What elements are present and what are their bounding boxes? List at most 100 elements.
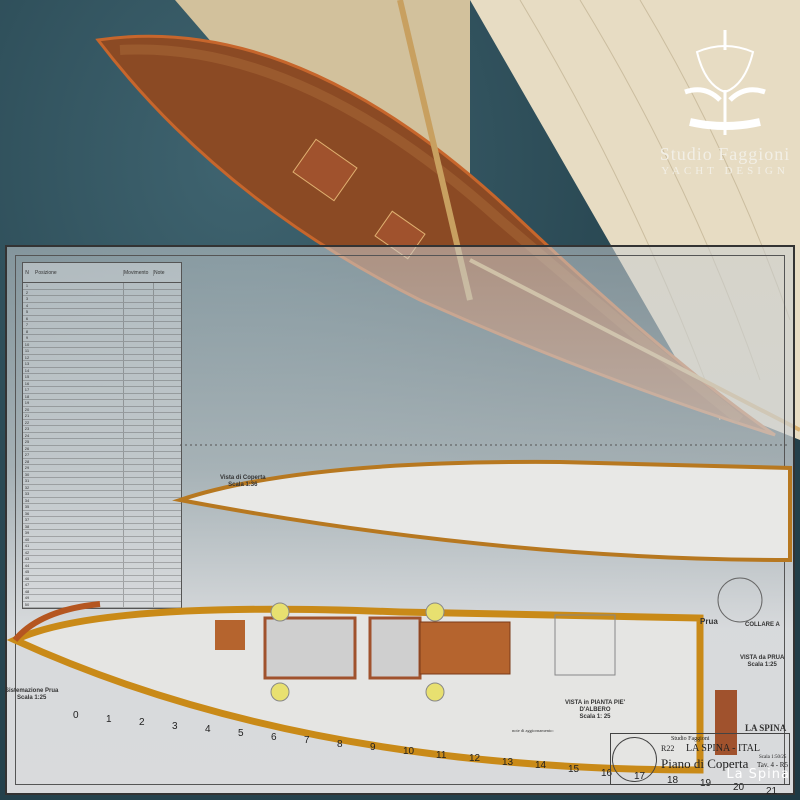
table-row: 2 xyxy=(23,289,181,296)
table-row: 37 xyxy=(23,517,181,524)
table-row: 14 xyxy=(23,367,181,374)
station-number: 18 xyxy=(667,774,679,786)
station-number: 5 xyxy=(238,728,244,739)
winch xyxy=(270,682,290,702)
row-number: 22 xyxy=(24,419,30,425)
collar-diagram xyxy=(717,577,763,623)
table-row: 25 xyxy=(23,439,181,446)
row-number: 46 xyxy=(24,575,30,581)
table-row: 29 xyxy=(23,465,181,472)
station-number: 16 xyxy=(601,767,613,779)
title-sheet: Tav. 4 - R5 xyxy=(757,761,788,769)
row-number: 5 xyxy=(25,309,29,314)
row-number: 1 xyxy=(25,283,29,288)
row-number: 16 xyxy=(24,380,30,386)
row-number: 28 xyxy=(24,458,30,464)
table-row: 31 xyxy=(23,478,181,485)
table-row: 4 xyxy=(23,302,181,309)
table-row: 22 xyxy=(23,419,181,426)
row-number: 40 xyxy=(24,536,30,542)
table-row: 45 xyxy=(23,569,181,576)
boat-name-label: LA SPINA xyxy=(745,723,787,733)
table-row: 49 xyxy=(23,595,181,602)
row-number: 13 xyxy=(24,361,30,366)
faggioni-crest-icon xyxy=(684,30,766,135)
windlass xyxy=(215,620,245,650)
col-header-position: Posizione xyxy=(35,269,57,276)
table-row: 34 xyxy=(23,497,181,504)
station-number: 3 xyxy=(172,720,178,732)
row-number: 17 xyxy=(24,387,30,392)
row-number: 26 xyxy=(24,445,30,451)
table-row: 18 xyxy=(23,393,181,400)
table-row: 30 xyxy=(23,471,181,478)
deck-outline-small xyxy=(172,459,792,563)
table-row: 15 xyxy=(23,374,181,381)
row-number: 50 xyxy=(24,601,30,607)
table-row: 42 xyxy=(23,549,181,556)
mast-foot-plan xyxy=(554,614,616,676)
deckhouse-aft xyxy=(419,621,511,675)
row-number: 9 xyxy=(25,335,29,340)
row-number: 7 xyxy=(25,322,29,327)
row-number: 35 xyxy=(24,504,30,509)
studio-seal-icon xyxy=(612,737,657,782)
skylight-plan xyxy=(368,616,422,680)
table-row: 33 xyxy=(23,491,181,498)
row-number: 34 xyxy=(24,497,30,503)
row-number: 29 xyxy=(24,465,30,470)
row-number: 49 xyxy=(24,595,30,600)
station-number: 11 xyxy=(436,749,447,761)
row-number: 43 xyxy=(24,556,30,561)
row-number: 44 xyxy=(24,562,30,568)
title-boat: LA SPINA - ITAL xyxy=(686,743,760,754)
station-number: 13 xyxy=(502,756,514,768)
station-number: 0 xyxy=(73,710,79,721)
row-number: 41 xyxy=(24,543,30,548)
table-row: 28 xyxy=(23,458,181,465)
table-row: 13 xyxy=(23,361,181,368)
collar-label: COLLARE A xyxy=(745,622,780,628)
table-row: 26 xyxy=(23,445,181,452)
table-row: 10 xyxy=(23,341,181,348)
prua-label: Prua xyxy=(700,617,718,626)
row-number: 36 xyxy=(24,510,30,516)
table-row: 23 xyxy=(23,426,181,433)
row-number: 3 xyxy=(25,296,29,301)
station-number: 7 xyxy=(304,735,310,747)
table-row: 44 xyxy=(23,562,181,569)
row-number: 30 xyxy=(24,471,30,477)
row-number: 48 xyxy=(24,588,30,594)
row-number: 19 xyxy=(24,400,30,405)
table-row: 19 xyxy=(23,400,181,407)
row-number: 8 xyxy=(25,328,29,334)
table-row: 35 xyxy=(23,504,181,511)
studio-logo: Studio Faggioni YACHT DESIGN xyxy=(650,30,800,177)
table-row: 17 xyxy=(23,387,181,394)
studio-tagline: YACHT DESIGN xyxy=(661,165,789,177)
title-code: R22 xyxy=(661,744,675,753)
row-number: 24 xyxy=(24,432,30,438)
table-row: 41 xyxy=(23,543,181,550)
table-row: 5 xyxy=(23,309,181,316)
winch xyxy=(425,682,445,702)
row-number: 6 xyxy=(25,315,29,321)
table-row: 27 xyxy=(23,452,181,459)
table-row: 39 xyxy=(23,530,181,537)
station-number: 6 xyxy=(271,731,277,743)
row-number: 21 xyxy=(24,413,30,418)
row-number: 10 xyxy=(24,341,30,347)
deckhouse xyxy=(292,138,358,202)
studio-name: Studio Faggioni xyxy=(659,144,791,164)
row-number: 42 xyxy=(24,549,30,555)
station-number: 15 xyxy=(568,764,580,775)
station-number: 2 xyxy=(139,717,145,729)
station-number: 21 xyxy=(766,785,778,797)
row-number: 2 xyxy=(25,289,29,295)
row-number: 12 xyxy=(24,354,30,360)
row-number: 37 xyxy=(24,517,30,522)
